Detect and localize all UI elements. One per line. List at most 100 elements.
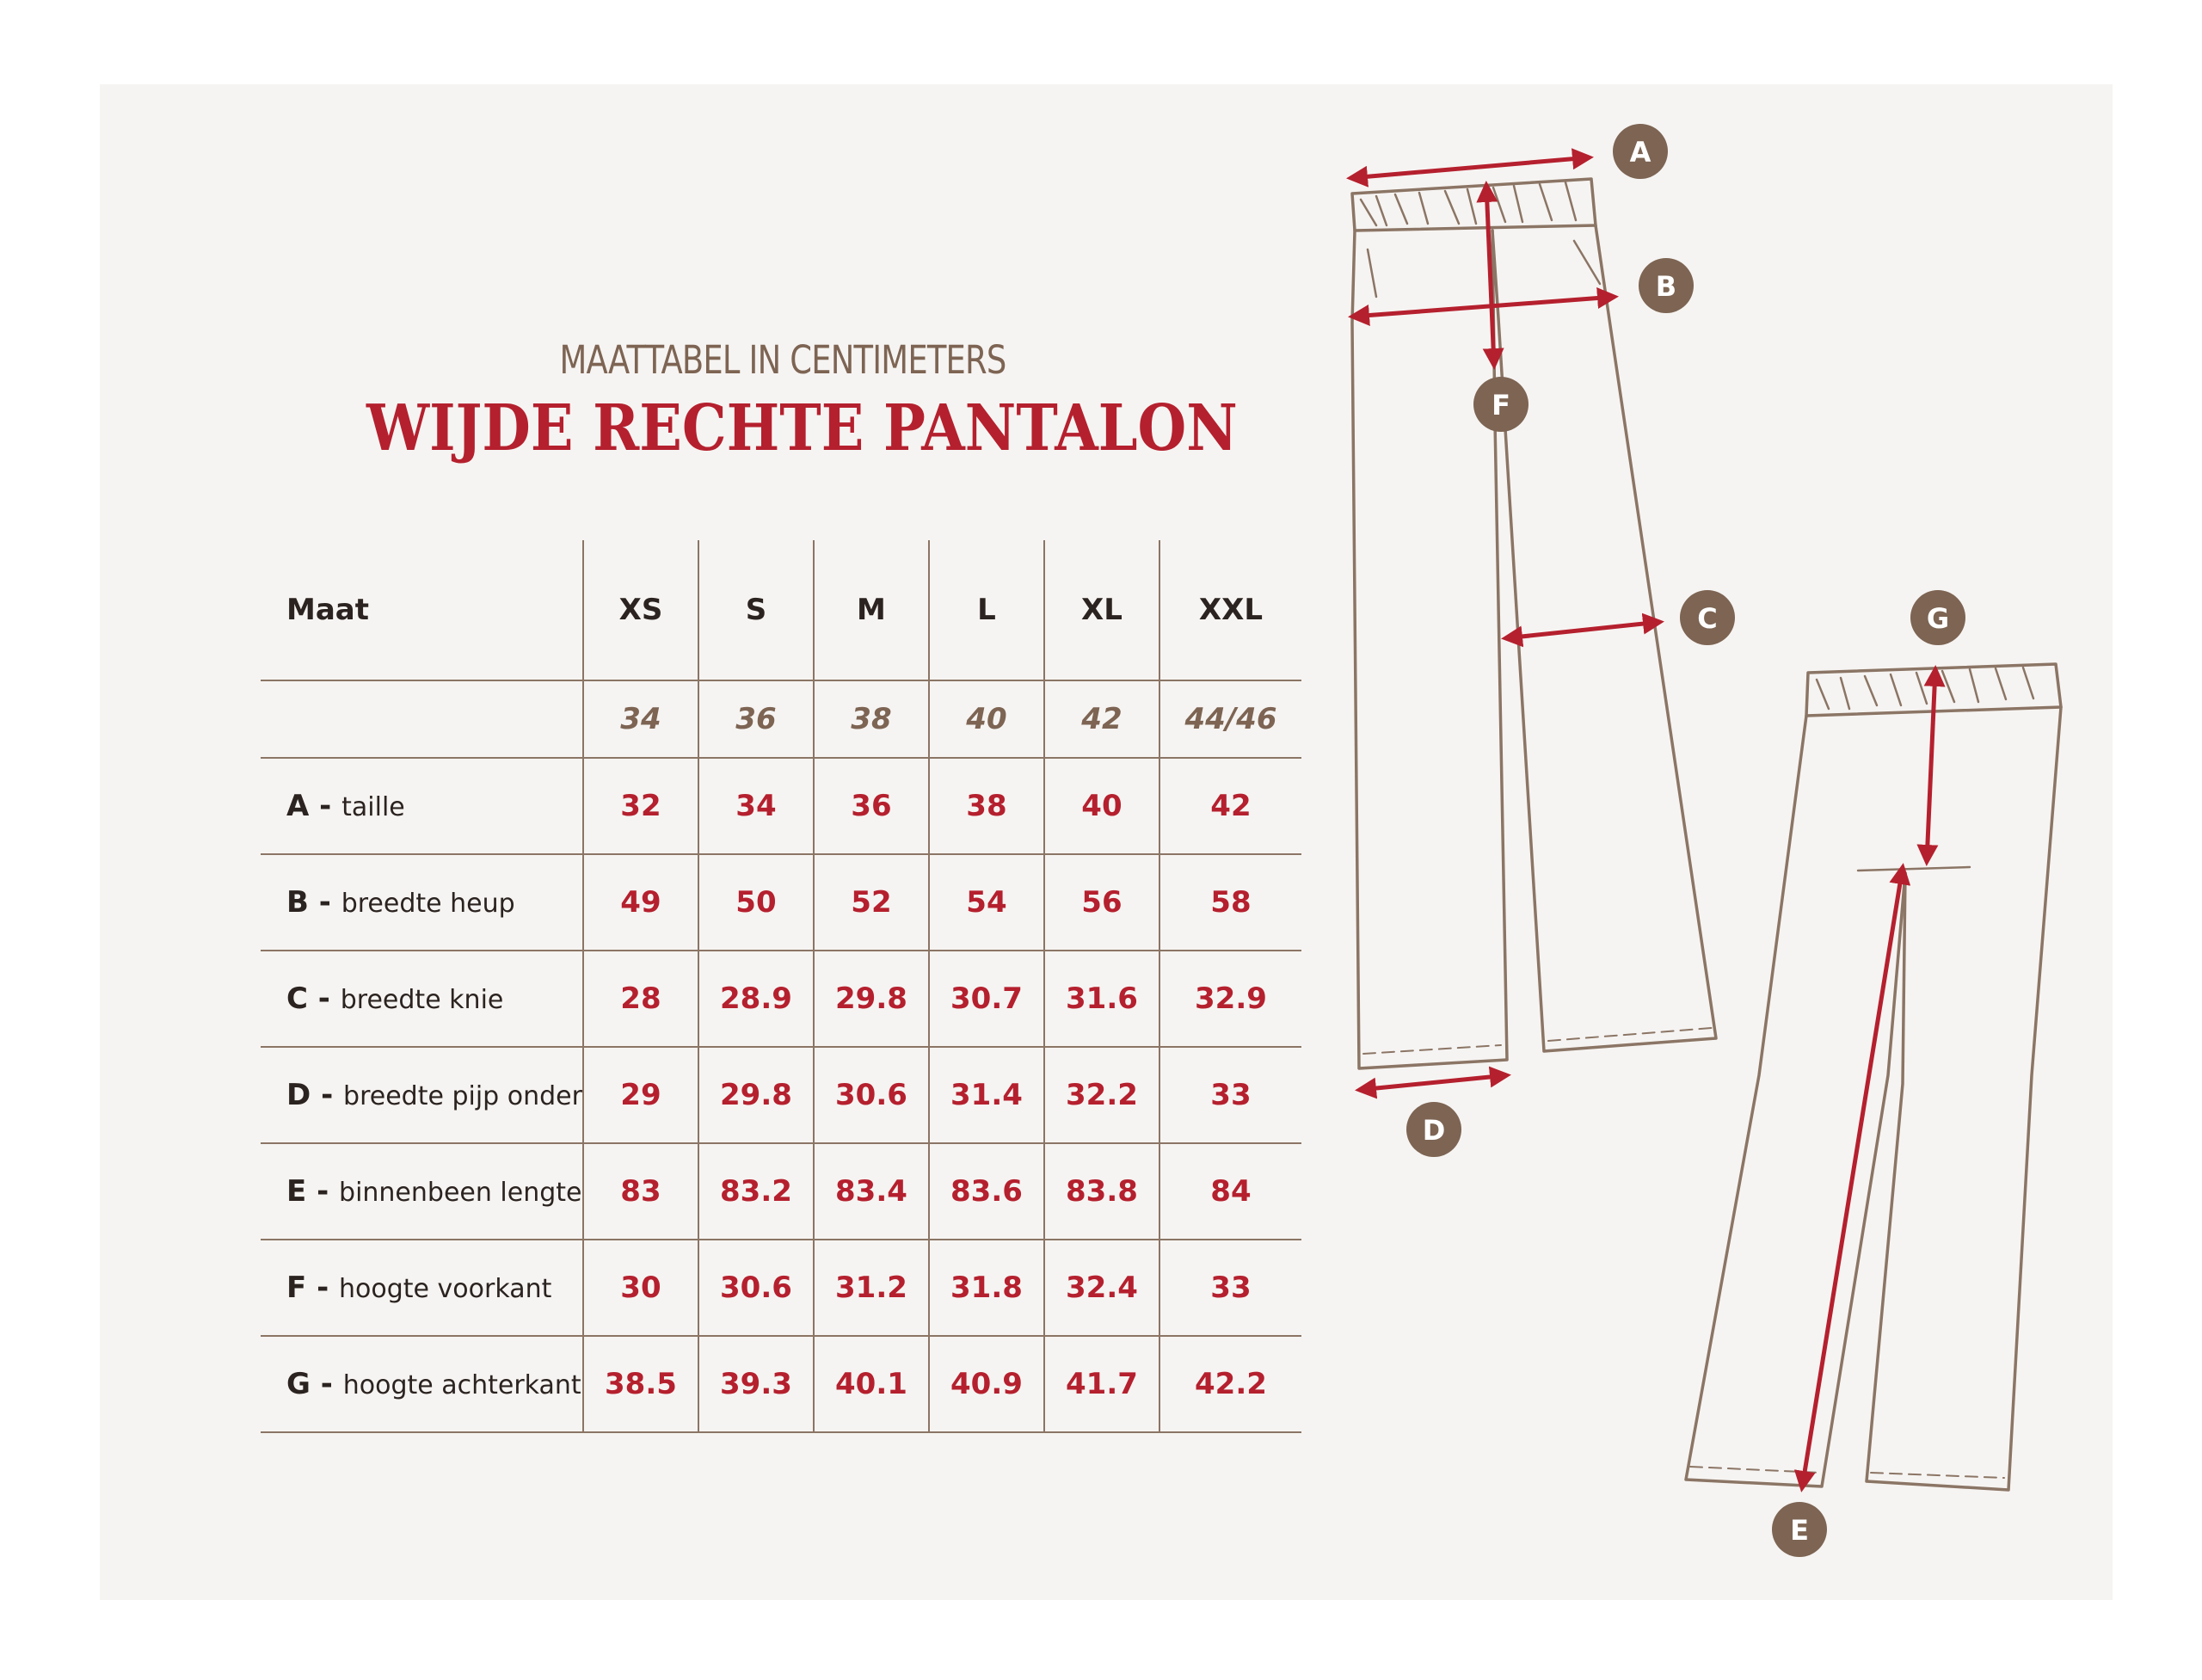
measurement-label: B - breedte heup <box>261 854 583 951</box>
size-header: XS <box>581 540 698 681</box>
eu-size: 44/46 <box>1158 680 1301 759</box>
size-header: XXL <box>1158 540 1301 681</box>
eu-size: 36 <box>697 680 814 759</box>
table-cell: 83.4 <box>812 1143 929 1240</box>
table-cell: 28 <box>581 951 698 1048</box>
table-cell: 56 <box>1043 854 1159 951</box>
table-cell: 84 <box>1158 1143 1301 1240</box>
arrow-e <box>1793 863 1911 1492</box>
table-cell: 30.6 <box>812 1047 929 1144</box>
measurement-description: hoogte voorkant <box>339 1274 552 1304</box>
table-cell: 29.8 <box>812 951 929 1048</box>
table-row: G - hoogte achterkant 38.5 39.3 40.1 40.… <box>261 1336 1301 1433</box>
table-cell: 36 <box>812 758 929 855</box>
table-row: E - binnenbeen lengte 83 83.2 83.4 83.6 … <box>261 1143 1301 1240</box>
measurement-letter: F <box>286 1271 307 1305</box>
size-header: S <box>697 540 814 681</box>
eu-size: 42 <box>1043 680 1159 759</box>
marker-c-label: C <box>1697 602 1717 635</box>
size-header: XL <box>1043 540 1159 681</box>
measurement-label: A - taille <box>261 758 583 855</box>
marker-c: C <box>1680 590 1735 645</box>
back-trouser-sketch <box>1684 662 2063 1492</box>
table-cell: 42.2 <box>1158 1336 1301 1433</box>
size-header: L <box>927 540 1044 681</box>
measurement-letter: A <box>286 789 310 823</box>
measurement-label: E - binnenbeen lengte <box>261 1143 583 1240</box>
measurement-label: D - breedte pijp onder <box>261 1047 583 1144</box>
arrow-g <box>1916 665 1946 866</box>
table-cell: 30.7 <box>927 951 1044 1048</box>
arrow-a <box>1346 148 1594 188</box>
measurement-description: binnenbeen lengte <box>339 1178 582 1208</box>
measurement-description: hoogte achterkant <box>342 1370 581 1400</box>
marker-e: E <box>1772 1502 1827 1557</box>
measurement-letter: B <box>286 885 309 920</box>
table-row: D - breedte pijp onder 29 29.8 30.6 31.4… <box>261 1047 1301 1144</box>
measurement-description: breedte heup <box>341 889 515 919</box>
table-cell: 29.8 <box>697 1047 814 1144</box>
table-cell: 32 <box>581 758 698 855</box>
arrow-b <box>1348 287 1619 326</box>
eu-size: 38 <box>812 680 929 759</box>
measurement-letter: D <box>286 1078 311 1112</box>
measurement-label: G - hoogte achterkant <box>261 1336 583 1433</box>
table-cell: 33 <box>1158 1240 1301 1337</box>
measurement-letter: E <box>286 1174 307 1209</box>
measurement-description: breedte pijp onder <box>343 1081 582 1111</box>
table-cell: 83.8 <box>1043 1143 1159 1240</box>
chart-subtitle: MAATTABEL IN CENTIMETERS <box>559 337 1007 383</box>
marker-a: A <box>1613 124 1668 179</box>
measurement-description: taille <box>341 792 405 822</box>
marker-g: G <box>1910 590 1965 645</box>
marker-g-label: G <box>1927 602 1949 635</box>
eu-size-label <box>261 680 583 759</box>
table-cell: 29 <box>581 1047 698 1144</box>
chart-title: WIJDE RECHTE PANTALON <box>366 391 1238 465</box>
table-cell: 31.4 <box>927 1047 1044 1144</box>
table-header-row: Maat XS S M L XL XXL <box>261 540 1301 681</box>
marker-b-label: B <box>1656 270 1676 303</box>
table-cell: 31.2 <box>812 1240 929 1337</box>
arrow-f <box>1476 181 1504 370</box>
table-cell: 32.2 <box>1043 1047 1159 1144</box>
table-cell: 83.2 <box>697 1143 814 1240</box>
eu-size-row: 34 36 38 40 42 44/46 <box>261 680 1301 759</box>
table-cell: 83 <box>581 1143 698 1240</box>
measurement-letter: C <box>286 982 308 1016</box>
table-cell: 40.9 <box>927 1336 1044 1433</box>
marker-d: D <box>1406 1102 1461 1157</box>
marker-f: F <box>1473 377 1528 432</box>
eu-size: 40 <box>927 680 1044 759</box>
table-cell: 34 <box>697 758 814 855</box>
table-cell: 42 <box>1158 758 1301 855</box>
table-row: F - hoogte voorkant 30 30.6 31.2 31.8 32… <box>261 1240 1301 1337</box>
table-cell: 54 <box>927 854 1044 951</box>
arrow-d <box>1355 1066 1511 1099</box>
table-cell: 50 <box>697 854 814 951</box>
table-cell: 28.9 <box>697 951 814 1048</box>
table-cell: 52 <box>812 854 929 951</box>
table-cell: 40 <box>1043 758 1159 855</box>
marker-f-label: F <box>1492 389 1510 422</box>
table-cell: 40.1 <box>812 1336 929 1433</box>
table-cell: 31.8 <box>927 1240 1044 1337</box>
table-cell: 83.6 <box>927 1143 1044 1240</box>
measurement-description: breedte knie <box>340 985 504 1015</box>
arrow-c <box>1501 612 1664 648</box>
table-cell: 38 <box>927 758 1044 855</box>
table-cell: 58 <box>1158 854 1301 951</box>
table-cell: 32.4 <box>1043 1240 1159 1337</box>
marker-e-label: E <box>1790 1514 1809 1547</box>
table-row: C - breedte knie 28 28.9 29.8 30.7 31.6 … <box>261 951 1301 1048</box>
table-cell: 33 <box>1158 1047 1301 1144</box>
marker-d-label: D <box>1423 1114 1446 1147</box>
table-row: A - taille 32 34 36 38 40 42 <box>261 758 1301 855</box>
table-cell: 39.3 <box>697 1336 814 1433</box>
marker-badges: A B F C G D E <box>1406 124 1965 1557</box>
measurement-label: C - breedte knie <box>261 951 583 1048</box>
header-label: Maat <box>261 540 583 681</box>
table-cell: 31.6 <box>1043 951 1159 1048</box>
table-row: B - breedte heup 49 50 52 54 56 58 <box>261 854 1301 951</box>
